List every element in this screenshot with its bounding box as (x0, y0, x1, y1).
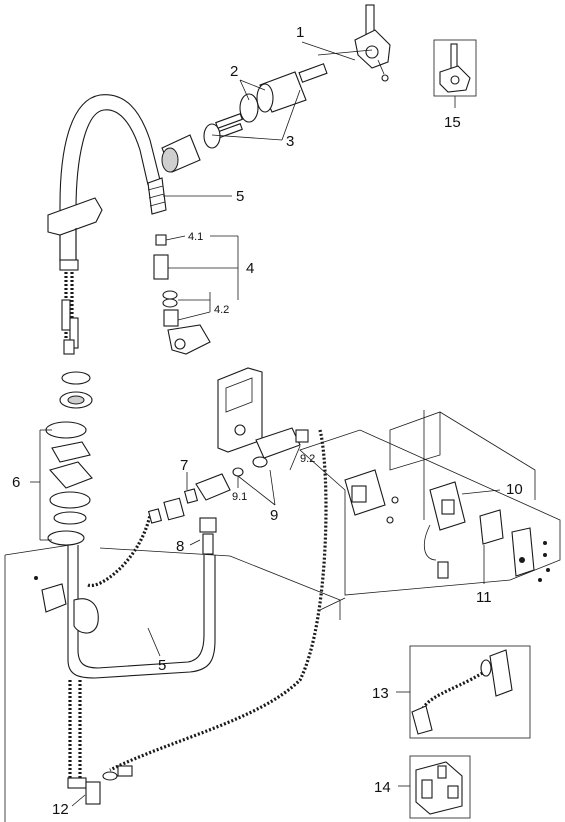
cartridge-parts (161, 63, 328, 173)
wiring (423, 524, 437, 561)
callout-9-1: 9.1 (232, 491, 247, 503)
callout-3: 3 (286, 133, 294, 150)
callout-10: 10 (506, 481, 523, 498)
callout-5-bottom: 5 (158, 657, 166, 674)
callout-13: 13 (372, 685, 389, 702)
accessory-box-14 (409, 755, 471, 819)
callout-7: 7 (180, 457, 188, 474)
lever-handle (354, 4, 391, 82)
callout-1-leader (301, 41, 356, 61)
callout-5-top: 5 (236, 188, 244, 205)
hoses (67, 429, 328, 780)
mounting-bracket (34, 576, 99, 634)
mounting-kit-stack (45, 371, 93, 546)
callout-2: 2 (230, 63, 238, 80)
faucet-spout (47, 94, 167, 262)
control-valve-unit (217, 367, 309, 477)
plug-connector (437, 561, 449, 579)
spray-head-parts (153, 234, 211, 355)
angle-valve-parts (67, 765, 133, 805)
callout-14: 14 (374, 779, 391, 796)
electronics-mounting-plate (299, 410, 561, 596)
callout-4-1: 4.1 (188, 231, 203, 243)
callout-11: 11 (476, 589, 492, 606)
accessory-box-15 (433, 39, 477, 97)
callout-4: 4 (246, 260, 254, 277)
connector-parts (147, 473, 231, 555)
callout-4-2: 4.2 (214, 304, 229, 316)
accessory-box-13 (409, 645, 531, 739)
callout-8: 8 (176, 538, 184, 555)
pull-out-hose-assembly (59, 259, 79, 355)
callout-12: 12 (52, 801, 69, 818)
callout-9: 9 (270, 507, 278, 524)
callout-9-2: 9.2 (300, 453, 315, 465)
callout-6: 6 (12, 474, 20, 491)
callout-15: 15 (444, 114, 461, 131)
callout-1: 1 (296, 24, 304, 41)
